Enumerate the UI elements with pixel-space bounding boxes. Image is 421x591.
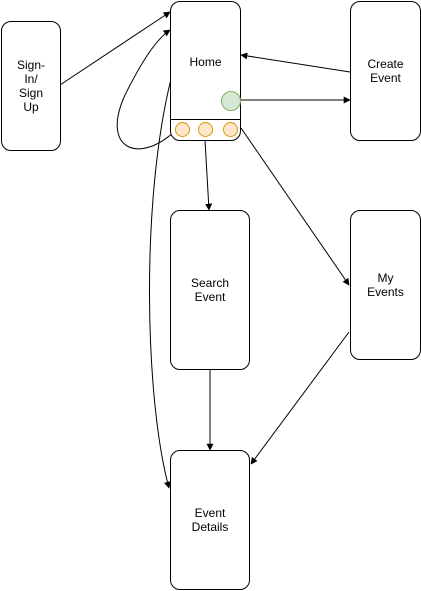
node-search-event[interactable]: Search Event (170, 210, 250, 370)
node-my-events[interactable]: My Events (350, 210, 421, 360)
node-search-event-label: Search Event (190, 276, 230, 304)
nav-dot-1[interactable] (175, 122, 190, 137)
edge-create-to-home (240, 52, 351, 73)
node-create-event-label: Create Event (367, 57, 404, 85)
node-signin-label: Sign- In/ Sign Up (16, 58, 45, 114)
edge-home-to-details (149, 74, 173, 489)
node-signin[interactable]: Sign- In/ Sign Up (1, 21, 61, 151)
edge-home-to-search (204, 139, 213, 211)
edge-myevents-to-details (250, 331, 350, 465)
home-nav-divider (171, 119, 240, 120)
node-event-details[interactable]: Event Details (170, 450, 250, 590)
create-action-button[interactable] (221, 91, 241, 111)
edge-home-to-myevents (240, 127, 350, 286)
node-event-details-label: Event Details (191, 506, 229, 534)
node-my-events-label: My Events (367, 271, 404, 299)
node-create-event[interactable]: Create Event (350, 1, 421, 141)
node-home-label: Home (189, 55, 222, 69)
nav-dot-3[interactable] (223, 122, 238, 137)
node-home[interactable]: Home (170, 1, 241, 141)
nav-dot-2[interactable] (198, 122, 213, 137)
edge-home-self-loop (116, 29, 177, 150)
edge-signin-to-home (59, 11, 171, 86)
